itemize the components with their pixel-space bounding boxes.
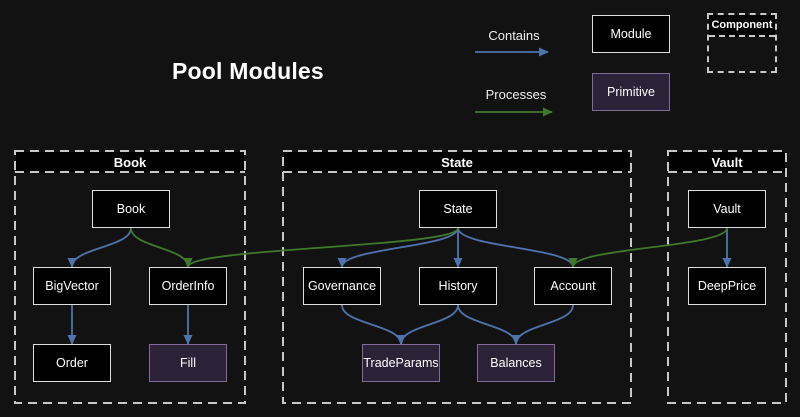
- edge-vault-account: [568, 227, 728, 268]
- legend-contains-label: Contains: [488, 28, 540, 43]
- container-titlebar-vault: [669, 152, 785, 172]
- edge-book-bigvector: [67, 227, 132, 268]
- contains-arrow-icon: [475, 47, 549, 57]
- legend-processes-label: Processes: [485, 87, 547, 102]
- processes-arrow-icon: [475, 107, 553, 117]
- container-titlebar-book: [16, 152, 244, 172]
- edge-state-account: [457, 227, 578, 268]
- container-titlebar-state: [284, 152, 630, 172]
- container-vault: [667, 150, 787, 404]
- edge-book-orderinfo: [130, 227, 193, 268]
- edge-account-balances: [511, 304, 574, 345]
- legend-component-sample: Component: [707, 13, 777, 73]
- edge-governance-tradeparams: [341, 304, 406, 345]
- legend-primitive-sample: Primitive: [592, 73, 670, 111]
- edge-history-balances: [457, 304, 521, 345]
- edge-history-tradeparams: [396, 304, 459, 345]
- container-book: [14, 150, 246, 404]
- legend-component-label: Component: [709, 15, 775, 37]
- legend-module-sample: Module: [592, 15, 670, 53]
- container-state: [282, 150, 632, 404]
- edge-state-orderinfo: [183, 227, 459, 268]
- edge-state-governance: [337, 227, 459, 268]
- page-title: Pool Modules: [172, 58, 324, 84]
